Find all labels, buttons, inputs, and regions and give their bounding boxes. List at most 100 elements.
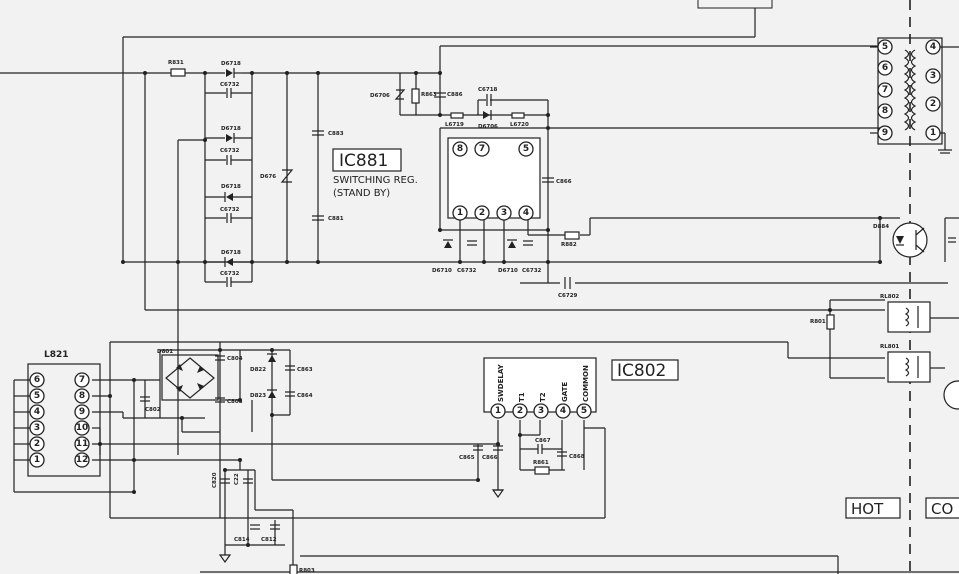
l821-pin2: 2 — [34, 439, 40, 449]
coil-l821: L821 6 5 4 3 2 1 7 8 9 10 11 12 — [27, 350, 101, 477]
optocoupler-d884: D884 — [873, 222, 928, 258]
c866-label: C866 — [556, 179, 572, 185]
rl801-label: RL801 — [880, 344, 899, 350]
c6732f-label: C6732 — [522, 268, 542, 274]
d884-label: D884 — [873, 224, 889, 230]
parts-ic802-periphery: C865 C866 C867 C868 R861 — [459, 438, 585, 499]
d6710a-label: D6710 — [432, 268, 452, 274]
transformer-t: 5 6 7 8 9 4 3 2 1 — [877, 37, 943, 145]
c804-label: C804 — [227, 356, 243, 362]
ic881-chip: 8 7 5 1 2 3 4 — [447, 137, 541, 221]
r882-label: R882 — [561, 242, 577, 248]
parts-d822-d823-c863-c864: D822 C863 D823 C864 — [250, 353, 313, 399]
d6718a-label: D6718 — [221, 61, 241, 67]
capacitor-c866: C866 — [542, 177, 572, 185]
ic881-desc1: SWITCHING REG. — [333, 175, 418, 186]
c6732d-label: C6732 — [220, 271, 240, 277]
d801-label: D801 — [157, 349, 173, 355]
r801-label: R801 — [810, 319, 826, 325]
resistor-r882: R882 — [561, 231, 580, 248]
ic802-label-swdelay: SWDELAY — [497, 363, 505, 402]
ic881-pin8: 8 — [457, 144, 463, 154]
zener-d676: D676 — [260, 169, 294, 183]
c814-label: C814 — [234, 537, 250, 543]
d676-label: D676 — [260, 174, 276, 180]
r861-label: R861 — [533, 460, 549, 466]
d6706b-label: D6706 — [478, 124, 498, 130]
parts-d6710-c6732: D6710 C6732 D6710 C6732 — [432, 239, 542, 274]
parts-d6706-r863-c886: D6706 R863 C886 — [370, 88, 463, 104]
c865-label: C865 — [459, 455, 475, 461]
parts-c820-c22-c814-c812: C820 C22 C814 C812 R803 — [212, 472, 315, 574]
ic802-label-t2: T2 — [539, 392, 547, 402]
diode-d6718-1: D6718 C6732 — [205, 61, 252, 98]
ic881-pin1: 1 — [457, 208, 463, 218]
r803-label: R803 — [299, 568, 315, 574]
ic802-pin2: 2 — [517, 406, 523, 416]
ic802-label-t1: T1 — [518, 392, 526, 402]
c866b-label: C866 — [482, 455, 498, 461]
t-pin5: 5 — [882, 42, 888, 52]
ic881-desc2: (STAND BY) — [333, 188, 390, 199]
parts-c804-c802-c803: C804 C802 C803 — [140, 355, 243, 413]
t-pin7: 7 — [882, 85, 888, 95]
t-pin9: 9 — [882, 128, 888, 138]
c886-label: C886 — [447, 92, 463, 98]
l6719-label: L6719 — [445, 122, 464, 128]
ic802-name: IC802 — [617, 361, 666, 381]
d6710b-label: D6710 — [498, 268, 518, 274]
c812-label: C812 — [261, 537, 277, 543]
r831-label: R831 — [168, 60, 184, 66]
l821-pin8: 8 — [79, 391, 85, 401]
l6720-label: L6720 — [510, 122, 529, 128]
ic881-pin7: 7 — [479, 144, 485, 154]
c6718-label: C6718 — [478, 87, 498, 93]
capacitor-c881: C881 — [312, 215, 344, 222]
bridge-d801: D801 — [157, 349, 219, 401]
c6732a-label: C6732 — [220, 82, 240, 88]
r863-label: R863 — [421, 92, 437, 98]
rl802-label: RL802 — [880, 294, 899, 300]
diode-d6718-4: D6718 C6732 — [204, 250, 253, 287]
d823-label: D823 — [250, 393, 266, 399]
junction-dots — [98, 71, 882, 547]
d6718b-label: D6718 — [221, 126, 241, 132]
resistor-r801: R801 — [810, 314, 835, 330]
c6732c-label: C6732 — [220, 207, 240, 213]
c868-label: C868 — [569, 454, 585, 460]
capacitor-right-edge — [948, 237, 956, 243]
ground-symbol — [938, 149, 952, 154]
c6729-label: C6729 — [558, 293, 578, 299]
cold-label: CO — [931, 500, 953, 518]
transistor-right-edge — [943, 380, 959, 410]
l821-pin10: 10 — [76, 423, 89, 433]
capacitor-c883: C883 — [312, 130, 344, 137]
c864-label: C864 — [297, 393, 313, 399]
t-pin8: 8 — [882, 106, 888, 116]
t-pin3: 3 — [930, 71, 936, 81]
c820-label: C820 — [212, 472, 218, 488]
ic802-pin3: 3 — [538, 406, 544, 416]
ic881-pin5: 5 — [523, 144, 529, 154]
t-pin4: 4 — [930, 42, 936, 52]
ic881-pin3: 3 — [501, 208, 507, 218]
relay-rl801: RL801 — [880, 344, 931, 383]
c6732e-label: C6732 — [457, 268, 477, 274]
c6732b-label: C6732 — [220, 148, 240, 154]
l821-pin4: 4 — [34, 407, 40, 417]
c867-label: C867 — [535, 438, 551, 444]
capacitor-c6729: C6729 — [558, 277, 578, 299]
l821-pin1: 1 — [34, 455, 40, 465]
c22-label: C22 — [234, 473, 240, 485]
ic802-label-common: COMMON — [582, 365, 590, 402]
ic881-title: IC881 SWITCHING REG. (STAND BY) — [332, 148, 418, 199]
ic802-pin1: 1 — [495, 406, 501, 416]
t-pin2: 2 — [930, 99, 936, 109]
l821-pin7: 7 — [79, 375, 85, 385]
l821-pin9: 9 — [79, 407, 85, 417]
diode-d6718-3: D6718 C6732 — [205, 184, 252, 223]
ic802-label-gate: GATE — [561, 382, 569, 402]
ic881-name: IC881 — [339, 151, 388, 171]
d6718c-label: D6718 — [221, 184, 241, 190]
ic881-pin2: 2 — [479, 208, 485, 218]
